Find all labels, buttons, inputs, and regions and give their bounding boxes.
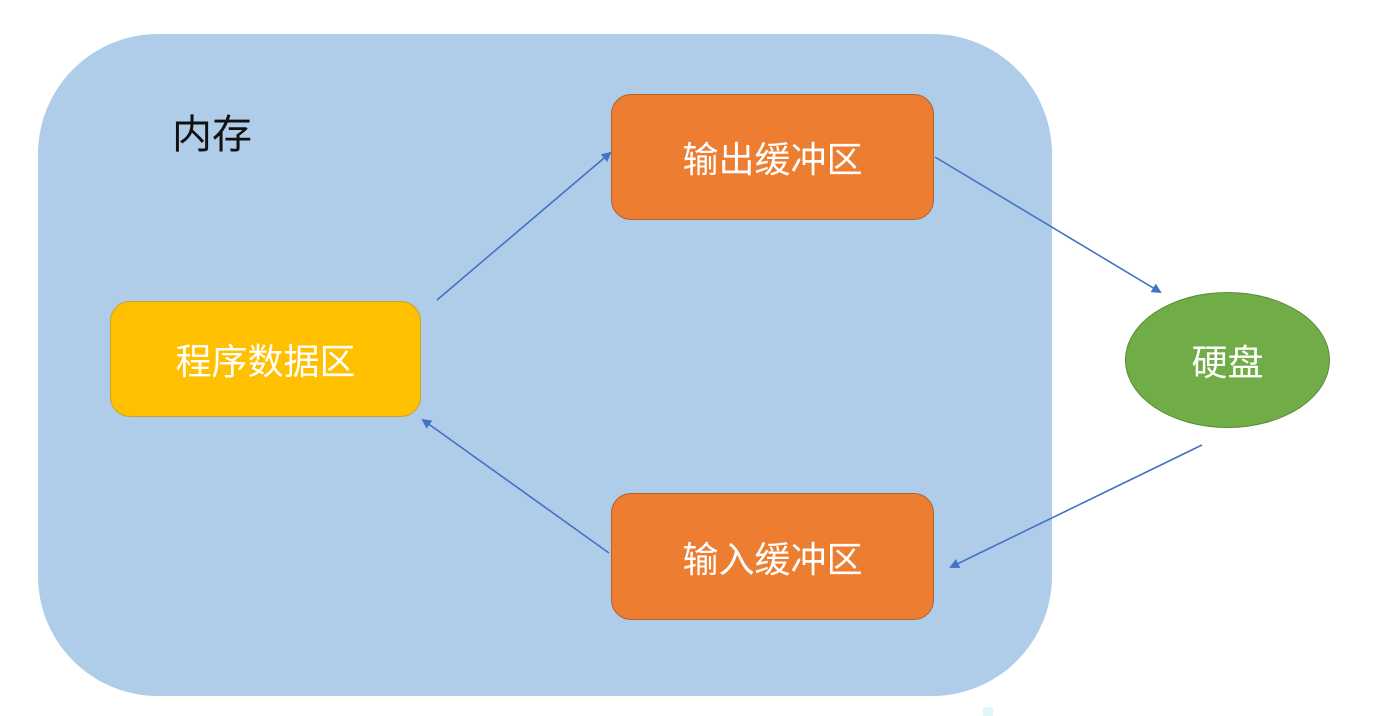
memory-label: 内存 bbox=[172, 112, 252, 158]
program-data-area-label: 程序数据区 bbox=[175, 342, 356, 383]
program-data-area: 程序数据区 bbox=[110, 301, 421, 417]
disk: 硬盘 bbox=[1125, 292, 1330, 428]
disk-label: 硬盘 bbox=[1191, 343, 1264, 384]
input-buffer: 输入缓冲区 bbox=[611, 493, 934, 620]
output-buffer: 输出缓冲区 bbox=[611, 94, 934, 220]
corner-artifact bbox=[983, 707, 993, 716]
output-buffer-label: 输出缓冲区 bbox=[682, 140, 863, 181]
input-buffer-label: 输入缓冲区 bbox=[682, 539, 863, 581]
